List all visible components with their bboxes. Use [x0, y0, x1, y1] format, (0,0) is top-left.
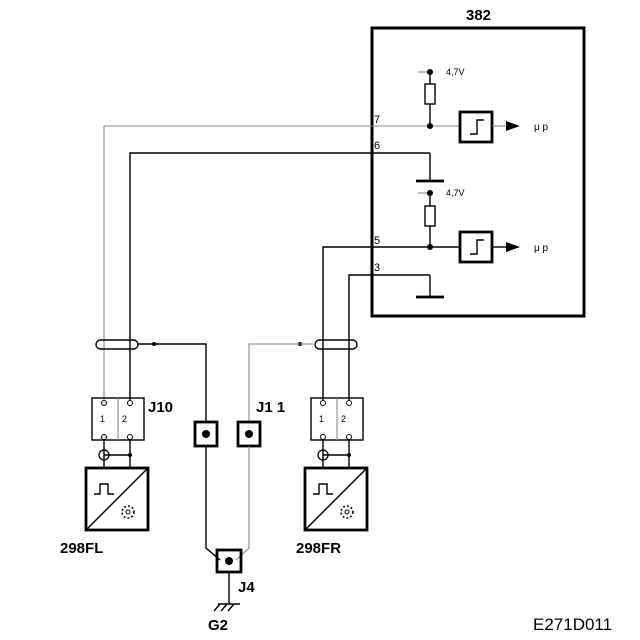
- resistor-lower: [424, 205, 436, 227]
- j10-label: J10: [148, 399, 173, 416]
- resistor-upper: [424, 83, 436, 105]
- wire-pin3-to-j11-pin2: [348, 274, 372, 400]
- ecu-upper-input-channel: 4,7V μ p: [372, 67, 549, 183]
- schmitt-trigger-upper: [458, 110, 494, 144]
- wire-pin6-to-j10-pin2: [129, 152, 372, 400]
- j11-pin2-label: 2: [341, 414, 346, 424]
- wire-to-j4-right: [235, 446, 250, 561]
- g2-label: G2: [208, 617, 228, 634]
- j11-label: J1 1: [256, 399, 285, 416]
- output-mp-upper: μ p: [534, 122, 549, 133]
- j4-label: J4: [238, 579, 255, 596]
- output-mp-lower: μ p: [534, 243, 549, 254]
- ecu-382-box: [370, 26, 586, 318]
- sensor-298fl-label: 298FL: [60, 540, 103, 557]
- schmitt-trigger-lower: [458, 230, 494, 264]
- pullup-voltage-upper: 4,7V: [446, 67, 465, 77]
- shield-right: [314, 339, 358, 350]
- sensor-298fr: [303, 440, 369, 532]
- sensor-298fl: [84, 440, 150, 532]
- pin-5-label: 5: [374, 235, 380, 247]
- sensor-298fr-box: [303, 466, 369, 532]
- sensor-298fr-label: 298FR: [296, 540, 341, 557]
- ecu-382-label: 382: [466, 7, 491, 24]
- j10-pin2-label: 2: [122, 414, 127, 424]
- pin-6-label: 6: [374, 140, 380, 152]
- drawing-code: E271D011: [533, 615, 612, 634]
- wire-to-j4-left: [205, 446, 221, 561]
- shield-drain-right: [248, 343, 315, 422]
- wire-pin7-to-j10-pin1: [103, 125, 372, 400]
- shield-drain-left: [138, 343, 207, 422]
- j10-pin1-label: 1: [100, 414, 105, 424]
- pin-7-label: 7: [374, 114, 380, 126]
- j11-pin1-label: 1: [319, 414, 324, 424]
- wire-pin5-to-j11-pin1: [322, 246, 372, 400]
- pullup-voltage-lower: 4,7V: [446, 188, 465, 198]
- pin-3-label: 3: [374, 262, 380, 274]
- shield-left: [95, 339, 139, 350]
- sensor-298fl-box: [84, 466, 150, 532]
- ecu-lower-input-channel: 4,7V μ p: [372, 188, 549, 299]
